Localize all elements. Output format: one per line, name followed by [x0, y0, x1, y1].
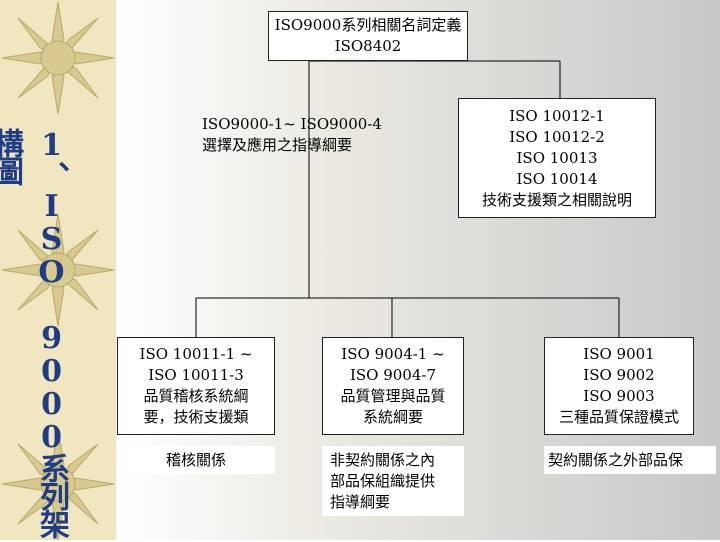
root-box: ISO9000系列相關名詞定義 ISO8402 [268, 11, 468, 61]
mid-right-box: ISO 10012-1 ISO 10012-2 ISO 10013 ISO 10… [458, 98, 656, 218]
note-assurance: 契約關係之外部品保 [544, 446, 716, 474]
bottom-box-management: ISO 9004-1 ~ ISO 9004-7 品質管理與品質 系統綱要 [322, 337, 464, 435]
note-management: 非契約關係之內 部品保組織提供 指導綱要 [322, 446, 464, 516]
mid-left-box: ISO9000-1~ ISO9000-4 選擇及應用之指導綱要 [202, 115, 382, 154]
bottom-box-audit: ISO 10011-1 ~ ISO 10011-3 品質稽核系統綱 要，技術支援… [117, 337, 275, 435]
sun-icon [1, 213, 115, 327]
sun-icon [1, 427, 115, 541]
side-title: 1、ISO 9000系列架構圖 [0, 128, 69, 537]
decorative-sidebar [0, 0, 116, 541]
bottom-box-assurance: ISO 9001 ISO 9002 ISO 9003 三種品質保證模式 [544, 337, 694, 435]
sun-icon [1, 1, 115, 115]
note-audit: 稽核關係 [117, 446, 275, 474]
